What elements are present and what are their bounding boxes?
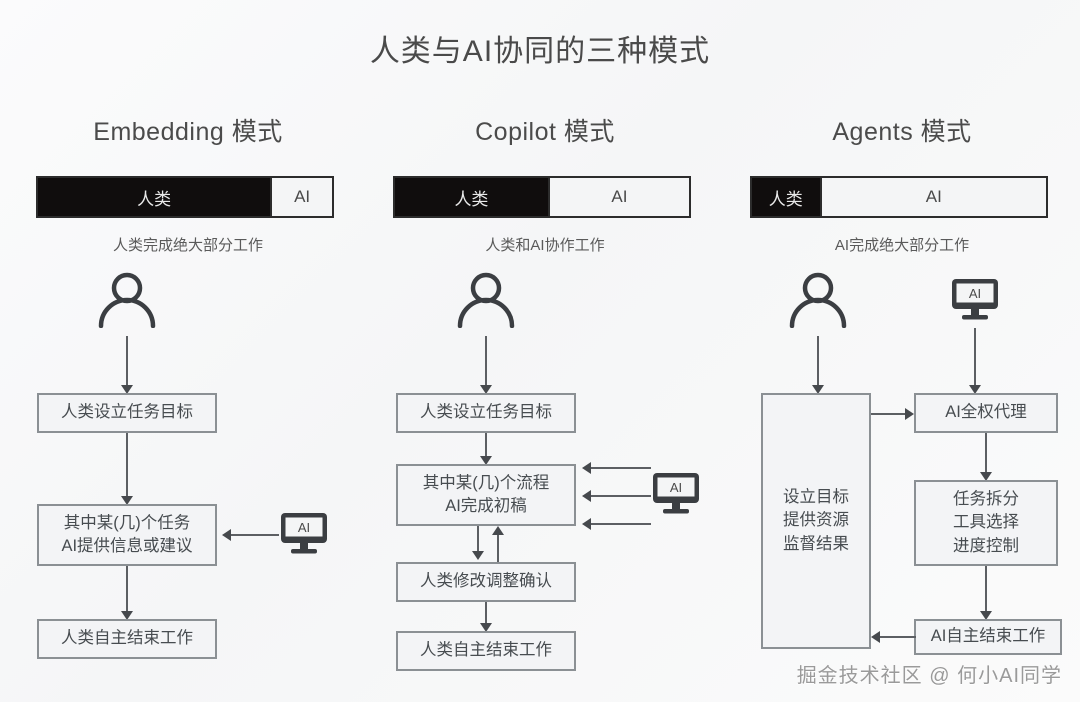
connector-line <box>126 566 128 614</box>
connector-arrow-left <box>582 462 591 474</box>
flow-box-ai-provides-info: 其中某(几)个任务 AI提供信息或建议 <box>37 504 217 566</box>
connector-line <box>126 336 128 388</box>
connector-arrow-left <box>582 518 591 530</box>
flow-box-ai-task-breakdown: 任务拆分 工具选择 进度控制 <box>914 480 1058 566</box>
workload-bar-human-segment: 人类 <box>752 178 820 216</box>
connector-line <box>591 523 651 525</box>
connector-line <box>485 433 487 459</box>
ai-monitor-icon: AI <box>278 510 330 558</box>
column-caption-agents: AI完成绝大部分工作 <box>834 237 970 254</box>
connector-line <box>591 495 651 497</box>
flow-box-human-set-goal: 人类设立任务目标 <box>37 393 217 433</box>
flow-box-ai-first-draft: 其中某(几)个流程 AI完成初稿 <box>396 464 576 526</box>
flow-box-human-supervision: 设立目标 提供资源 监督结果 <box>761 393 871 649</box>
connector-line <box>497 534 499 562</box>
workload-bar-ai-segment: AI <box>819 178 1046 216</box>
connector-line <box>126 433 128 499</box>
workload-bar-human-segment: 人类 <box>38 178 271 216</box>
svg-text:AI: AI <box>670 480 682 495</box>
connector-arrow-left <box>582 490 591 502</box>
connector-line <box>880 636 916 638</box>
connector-arrow-down <box>472 551 484 560</box>
connector-arrow-left <box>222 529 231 541</box>
flow-box-human-finish: 人类自主结束工作 <box>396 631 576 671</box>
workload-bar-agents: 人类 AI <box>750 176 1048 218</box>
ai-monitor-icon: AI <box>650 470 702 518</box>
column-copilot: Copilot 模式 人类 AI 人类和AI协作工作 人类设立任务目标 其中某(… <box>385 112 705 672</box>
workload-bar-embedding: 人类 AI <box>36 176 334 218</box>
connector-line <box>485 336 487 388</box>
column-embedding: Embedding 模式 人类 AI 人类完成绝大部分工作 人类设立任务目标 其… <box>28 112 348 672</box>
svg-text:AI: AI <box>298 520 310 535</box>
connector-arrow-down <box>480 385 492 394</box>
connector-arrow-down <box>121 385 133 394</box>
connector-line <box>817 336 819 388</box>
connector-line <box>871 413 908 415</box>
connector-line <box>477 526 479 554</box>
workload-bar-ai-segment: AI <box>547 178 689 216</box>
column-caption-copilot: 人类和AI协作工作 <box>485 237 605 254</box>
column-title-agents: Agents 模式 <box>832 118 972 146</box>
ai-monitor-icon: AI <box>949 276 1001 324</box>
person-icon <box>785 272 851 328</box>
page-title: 人类与AI协同的三种模式 <box>369 35 711 68</box>
svg-text:AI: AI <box>969 286 981 301</box>
connector-arrow-left <box>871 631 880 643</box>
workload-bar-ai-segment: AI <box>270 178 332 216</box>
flow-box-human-finish: 人类自主结束工作 <box>37 619 217 659</box>
person-icon <box>94 272 160 328</box>
connector-arrow-down <box>121 496 133 505</box>
connector-line <box>985 433 987 475</box>
workload-bar-human-segment: 人类 <box>395 178 548 216</box>
connector-line <box>231 534 279 536</box>
connector-arrow-down <box>980 472 992 481</box>
column-title-copilot: Copilot 模式 <box>475 118 615 146</box>
flow-box-ai-finish: AI自主结束工作 <box>914 619 1062 655</box>
connector-line <box>974 328 976 388</box>
connector-arrow-down <box>980 611 992 620</box>
connector-arrow-up <box>492 526 504 535</box>
connector-line <box>985 566 987 614</box>
connector-arrow-down <box>121 611 133 620</box>
column-caption-embedding: 人类完成绝大部分工作 <box>112 237 263 254</box>
column-title-embedding: Embedding 模式 <box>93 118 283 146</box>
workload-bar-copilot: 人类 AI <box>393 176 691 218</box>
connector-arrow-down <box>480 623 492 632</box>
connector-arrow-down <box>480 456 492 465</box>
column-agents: Agents 模式 人类 AI AI完成绝大部分工作 AI <box>742 112 1062 672</box>
flow-box-human-revise-confirm: 人类修改调整确认 <box>396 562 576 602</box>
connector-arrow-right <box>905 408 914 420</box>
connector-arrow-down <box>969 385 981 394</box>
connector-line <box>591 467 651 469</box>
flow-box-ai-full-agent: AI全权代理 <box>914 393 1058 433</box>
person-icon <box>453 272 519 328</box>
flow-box-human-set-goal: 人类设立任务目标 <box>396 393 576 433</box>
connector-line <box>485 602 487 626</box>
connector-arrow-down <box>812 385 824 394</box>
watermark: 掘金技术社区 @ 何小AI同学 <box>796 665 1062 687</box>
